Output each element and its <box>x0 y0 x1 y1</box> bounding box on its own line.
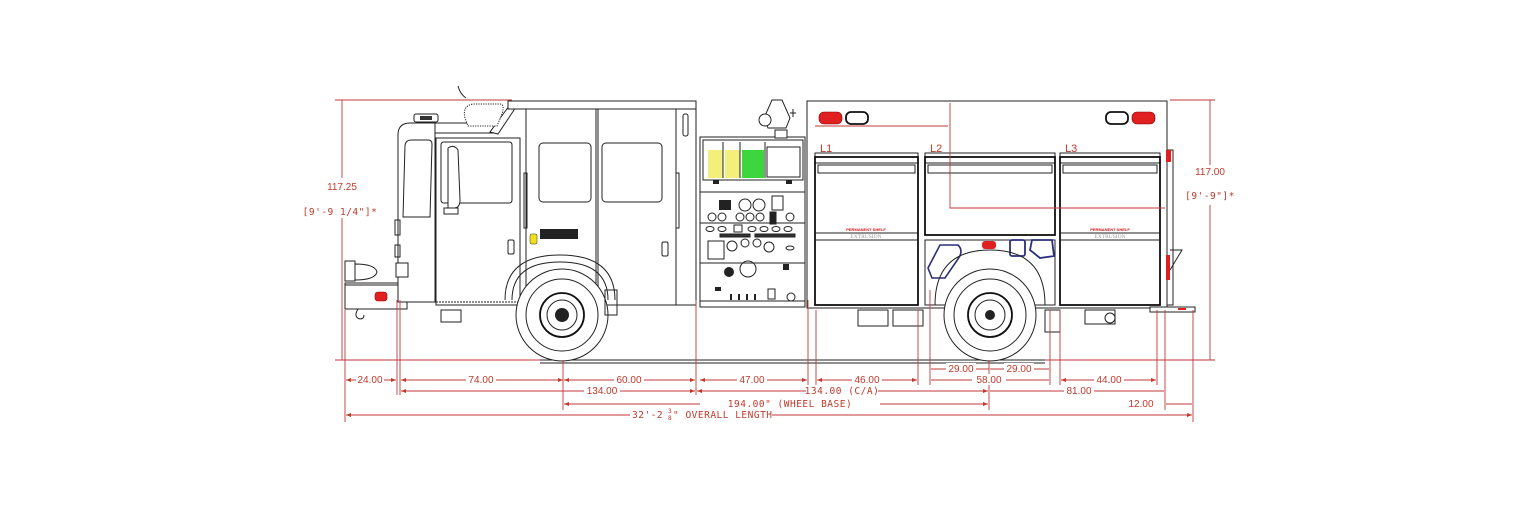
dim-cab-to-axle: 134.00 (C/A) <box>805 386 880 397</box>
compartment-l1: PERMANENT SHELF EXTRUSION L1 <box>814 143 919 306</box>
compartment-label-l3: L3 <box>1065 143 1077 155</box>
extrusion-label-l3: EXTRUSION <box>1094 234 1125 240</box>
rear-door-handle <box>661 241 669 257</box>
marker-light-red-left <box>818 111 843 125</box>
dim-rear-wheel-well: 58.00 <box>976 375 1001 386</box>
dim-overall-frac-num: 3 <box>668 408 672 415</box>
dim-cab-front: 74.00 <box>468 375 493 386</box>
front-height-imperial: [9'-9 1/4"]* <box>303 207 378 218</box>
front-height-value: 117.25 <box>327 182 357 193</box>
marker-light-clear-left <box>845 111 869 125</box>
tank-gauge-yellow-1 <box>708 150 723 178</box>
compartment-label-l2: L2 <box>930 143 942 155</box>
crew-window-2 <box>601 142 663 203</box>
dim-compartment-l1: 46.00 <box>854 375 879 386</box>
tow-hook <box>355 308 365 320</box>
shelf-label-l1: PERMANENT SHELF <box>846 227 886 232</box>
pump-panel <box>699 99 806 308</box>
dim-cab-rear: 60.00 <box>616 375 641 386</box>
compartment-l3: PERMANENT SHELF EXTRUSION L3 <box>1059 143 1161 306</box>
tank-gauge-green <box>742 150 764 178</box>
deck-gun <box>758 99 796 139</box>
marker-light-red-right <box>1131 111 1156 125</box>
receptacle-box <box>1009 239 1026 257</box>
bumper-light <box>374 291 388 302</box>
dim-wheel-base: 194.00" (WHEEL BASE) <box>728 399 852 410</box>
marker-light-clear-right <box>1105 111 1129 125</box>
dim-step-extension: 12.00 <box>1128 399 1153 410</box>
tank-gauge-yellow-2 <box>725 150 740 178</box>
row1-labels: 24.00 74.00 60.00 47.00 46.00 29.00 29.0… <box>356 363 1124 386</box>
yellow-badge <box>529 233 538 245</box>
dim-overall-length-suffix: " OVERALL LENGTH <box>673 410 773 421</box>
rear-height-imperial: [9'-9"]* <box>1185 191 1235 202</box>
dim-compartment-l3: 44.00 <box>1096 375 1121 386</box>
dim-front-overhang: 24.00 <box>357 375 382 386</box>
dim-rear-overhang-body: 81.00 <box>1066 386 1091 397</box>
crew-window-1 <box>538 142 592 203</box>
dim-axle-rear-half: 29.00 <box>1006 364 1031 375</box>
dim-axle-front-half: 29.00 <box>948 364 973 375</box>
front-bumper <box>344 260 408 320</box>
body-reflector <box>982 241 996 249</box>
front-wheel <box>504 254 618 362</box>
dim-overall-length-prefix: 32'-2 <box>632 410 663 421</box>
rear-height-value: 117.00 <box>1195 167 1225 178</box>
cab-vent <box>540 229 578 239</box>
roof-light-bar <box>463 103 504 127</box>
extrusion-label-l1: EXTRUSION <box>850 234 881 240</box>
cab <box>394 85 697 323</box>
door-handle <box>507 239 515 255</box>
shelf-label-l3: PERMANENT SHELF <box>1090 227 1130 232</box>
dim-pump-panel: 47.00 <box>739 375 764 386</box>
compartment-label-l1: L1 <box>820 143 832 155</box>
rear-wheel <box>934 249 1061 362</box>
dim-overall-frac-den: 8 <box>668 415 672 422</box>
dimension-arrowheads <box>346 378 1192 417</box>
truck-body: PERMANENT SHELF EXTRUSION L1 L2 <box>344 85 1196 364</box>
side-mirror <box>447 145 461 209</box>
dim-cab-total: 134.00 <box>587 386 618 397</box>
wheel-chock-holder <box>927 244 962 279</box>
fuel-door <box>1029 239 1056 259</box>
rear-ladder <box>1166 149 1183 306</box>
